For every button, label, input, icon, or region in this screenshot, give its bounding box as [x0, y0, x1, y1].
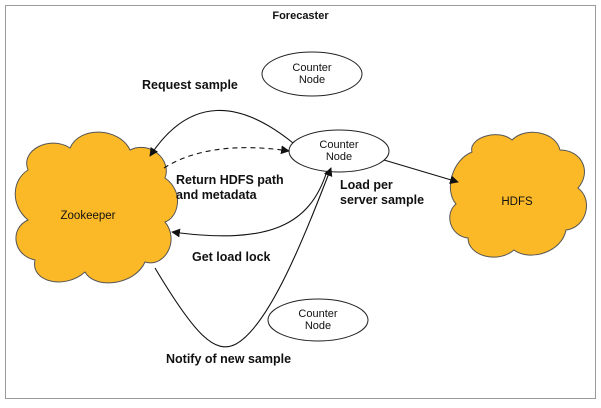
request-sample-arrow [149, 109, 294, 157]
counter-node-top-label: Counter Node [292, 62, 332, 86]
load-per-server-label: Load per server sample [340, 178, 425, 207]
get-load-lock-arrow [171, 170, 328, 238]
notify-new-sample-label: Notify of new sample [166, 352, 292, 366]
request-sample-label: Request sample [142, 78, 238, 92]
zookeeper-label: Zookeeper [60, 210, 116, 222]
counter-node-center-label: Counter Node [319, 139, 359, 163]
return-hdfs-path-label: Return HDFS path and metadata [176, 173, 284, 202]
return-hdfs-path-arrow [163, 145, 290, 169]
load-per-server-arrow [383, 159, 459, 184]
notify-new-sample-arrow [154, 167, 333, 348]
hdfs-cloud [449, 131, 587, 258]
get-load-lock-label: Get load lock [192, 250, 271, 264]
counter-node-top-ellipse [261, 51, 363, 97]
counter-node-bottom-ellipse [267, 298, 369, 342]
zookeeper-cloud [14, 131, 179, 284]
counter-node-bottom-label: Counter Node [298, 308, 338, 332]
forecaster-frame [5, 5, 596, 399]
hdfs-label: HDFS [501, 196, 533, 208]
diagram-title: Forecaster [272, 10, 329, 22]
